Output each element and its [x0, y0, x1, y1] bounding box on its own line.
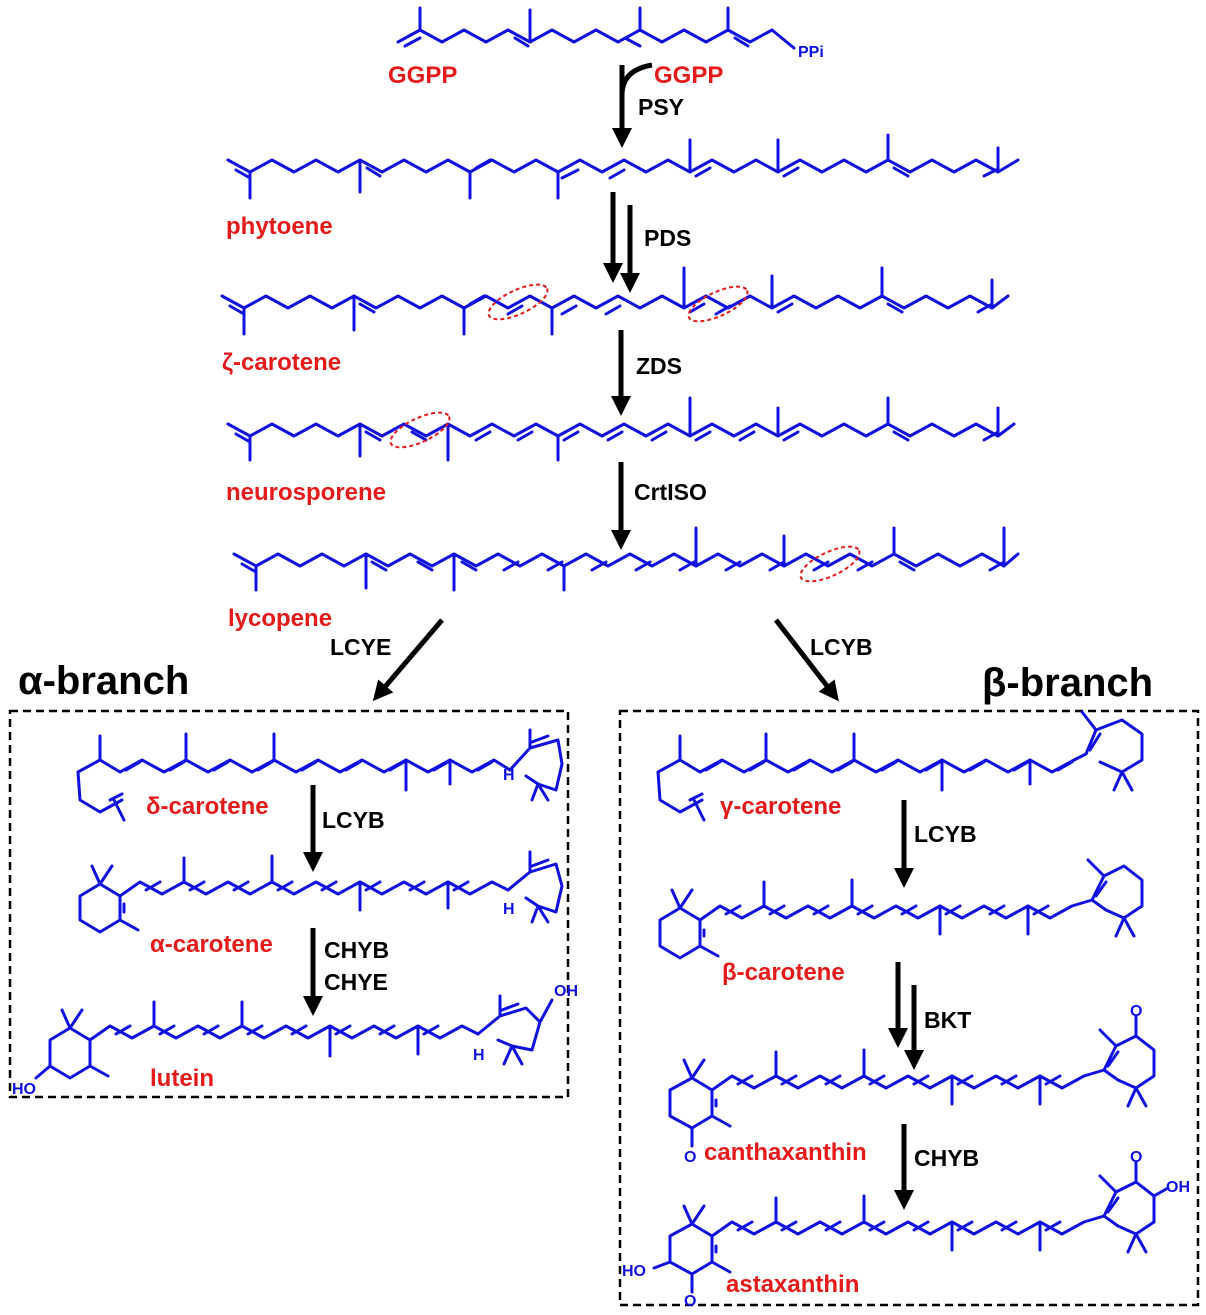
alpha-carotene-label: α-carotene	[150, 931, 273, 958]
delta-h-label: H	[503, 767, 515, 784]
chyb-alpha-label: CHYB	[324, 937, 389, 963]
lcye-label: LCYE	[330, 634, 391, 660]
ggpp-structure	[396, 6, 796, 50]
delta-carotene-structure	[76, 728, 564, 822]
delta-carotene-label: δ-carotene	[146, 793, 269, 820]
zeta-carotene-structure	[220, 266, 1010, 336]
astaxanthin-o-top: O	[1130, 1149, 1142, 1166]
lcyb-arrow	[774, 618, 839, 702]
lutein-oh-label: OH	[554, 983, 578, 1000]
phytoene-label: phytoene	[226, 213, 333, 240]
zeta-carotene-label: ζ-carotene	[222, 349, 341, 376]
neurosporene-structure	[226, 396, 1016, 462]
astaxanthin-oh-label: OH	[1166, 1179, 1190, 1196]
bkt-label: BKT	[924, 1007, 971, 1033]
lcye-arrow	[372, 618, 444, 702]
astaxanthin-structure	[652, 1160, 1170, 1294]
lutein-h-label: H	[473, 1047, 485, 1064]
alpha-carotene-structure	[78, 850, 564, 934]
lutein-label: lutein	[150, 1065, 214, 1092]
gamma-carotene-label: γ-carotene	[720, 793, 841, 820]
lutein-structure	[34, 994, 554, 1080]
chye-label: CHYE	[324, 969, 388, 995]
canthaxanthin-o-top: O	[1130, 1003, 1142, 1020]
crtiso-label: CrtISO	[634, 479, 707, 505]
canthaxanthin-structure	[668, 1014, 1156, 1148]
desaturation-marker-1	[487, 283, 549, 321]
psy-label: PSY	[638, 94, 684, 120]
lycopene-label: lycopene	[228, 605, 332, 632]
astaxanthin-o-bottom: O	[684, 1293, 696, 1310]
alpha-branch-title: α-branch	[18, 659, 189, 703]
alpha-branch-box	[8, 709, 570, 1099]
lcyb-alpha-label: LCYB	[322, 807, 385, 833]
neurosporene-label: neurosporene	[226, 479, 386, 506]
beta-branch-box	[618, 709, 1200, 1307]
zds-label: ZDS	[636, 353, 682, 379]
canthaxanthin-o-bottom: O	[684, 1149, 696, 1166]
beta-carotene-label: β-carotene	[722, 959, 845, 986]
lycopene-structure	[232, 526, 1020, 592]
beta-branch-title: β-branch	[982, 661, 1153, 705]
ggpp-right-label: GGPP	[654, 62, 723, 89]
lcyb-beta-label: LCYB	[914, 821, 977, 847]
ggpp-left-label: GGPP	[388, 62, 457, 89]
desaturation-marker-2	[687, 285, 749, 323]
ppi-label: PPi	[798, 44, 824, 61]
astaxanthin-ho-label: HO	[622, 1263, 646, 1280]
pds-label: PDS	[644, 225, 691, 251]
desaturation-marker-3	[389, 411, 451, 449]
lcyb-main-label: LCYB	[810, 634, 873, 660]
alpha-h-label: H	[503, 901, 515, 918]
lutein-ho-label: HO	[12, 1081, 36, 1098]
isomerization-marker	[799, 545, 861, 583]
chyb-beta-label: CHYB	[914, 1145, 979, 1171]
beta-carotene-structure	[658, 858, 1144, 960]
astaxanthin-label: astaxanthin	[726, 1271, 859, 1298]
canthaxanthin-label: canthaxanthin	[704, 1139, 867, 1166]
gamma-carotene-structure	[656, 710, 1144, 822]
phytoene-structure	[226, 133, 1020, 200]
